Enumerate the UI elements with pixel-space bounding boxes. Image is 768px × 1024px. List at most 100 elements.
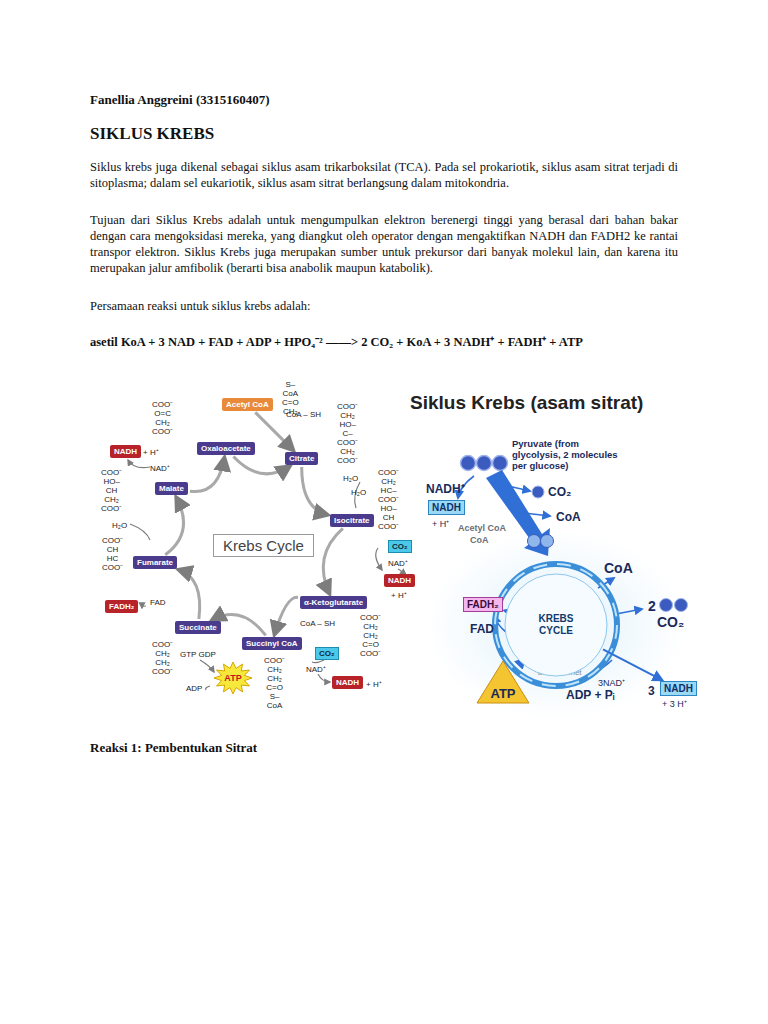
node-text: Fumarate [137, 558, 173, 567]
flow-arrow [603, 649, 662, 680]
reagent-label: GTP GDP [180, 650, 216, 659]
atp-starburst: ATP [214, 662, 252, 694]
node-text: ATP [490, 686, 515, 701]
body-text: Siklus krebs juga dikenal sebagai siklus… [90, 159, 678, 191]
node-text: Succinyl CoA [246, 639, 298, 648]
reagent-label: NADH⁺ [426, 480, 465, 497]
node-text: FADH₂ [109, 602, 134, 611]
flow-arrow [190, 457, 225, 492]
reagent-label: H₂O [343, 474, 358, 483]
node-text: Acetyl CoA [226, 400, 269, 409]
author-line: Fanellia Anggreini (3315160407) [90, 92, 270, 108]
count-label: 2 [648, 598, 656, 614]
page-title: SIKLUS KREBS [90, 124, 214, 144]
molecule-box: α-Ketoglutarate [300, 596, 367, 609]
reaction-equation: asetil KoA + 3 NAD + FAD + ADP + HPO₄⁻² … [90, 333, 583, 350]
node-text: Krebs Cycle [223, 537, 304, 554]
atp-triangle: ATP [476, 660, 530, 704]
cofactor-box: NADH [660, 681, 697, 696]
reagent-label: H₂O [112, 521, 127, 530]
molecule-label: Acetyl CoA [458, 523, 506, 533]
reagent-label: NAD⁺ [150, 462, 170, 473]
node-text: α-Ketoglutarate [304, 598, 363, 607]
molecule-box: Succinyl CoA [242, 637, 302, 650]
molecule-box: Fumarate [133, 556, 177, 569]
node-text: NADH [336, 678, 359, 687]
body-text: Persamaan reaksi untuk siklus krebs adal… [90, 298, 678, 314]
node-text: Oxaloacetate [201, 444, 251, 453]
co2-molecule [532, 486, 544, 498]
body-text: Tujuan dari Siklus Krebs adalah untuk me… [90, 212, 678, 276]
structure-formula: COO⁻ HO–CH CH₂ COO⁻ [101, 468, 122, 513]
node-text: NADH [114, 447, 137, 456]
molecule-box: Oxaloacetate [197, 442, 255, 455]
cofactor-box: NADH [428, 500, 465, 515]
node-text: Succinate [179, 623, 217, 632]
structure-formula: COO⁻ CH₂ HO–C–COO⁻ CH₂ COO⁻ [337, 402, 358, 465]
molecule-label: CoA [470, 535, 489, 545]
flow-arrow [178, 570, 200, 619]
reagent-label: NAD⁺ [388, 557, 408, 568]
co2-box: CO₂ [388, 540, 412, 553]
flow-arrow [504, 610, 506, 612]
node-text: Citrate [289, 454, 314, 463]
pyruvate-molecules [461, 456, 508, 471]
cofactor-box: NADH [110, 445, 141, 458]
node-text: NADH [432, 502, 461, 513]
node-text: Isocitrate [334, 516, 370, 525]
flow-arrow [323, 528, 343, 594]
structure-formula: COO⁻ CH₂ HC–COO⁻ HO–CH COO⁻ [378, 468, 399, 531]
molecule-box: Acetyl CoA [222, 398, 273, 411]
proton-label: + H⁺ [391, 589, 407, 600]
structure-formula: COO⁻ CH HC COO⁻ [102, 536, 123, 572]
structure-formula: COO⁻ O=C CH₂ COO⁻ [152, 400, 173, 436]
proton-label: + H⁺ [366, 678, 382, 689]
cofactor-box: FADH₂ [463, 597, 503, 612]
product-label: CO₂ [657, 614, 684, 630]
product-label: CO₂ [548, 485, 571, 499]
cycle-ring [495, 564, 617, 686]
proton-label: + 3 H⁺ [662, 697, 687, 710]
co2-box: CO₂ [315, 647, 339, 660]
proton-label: + H⁺ [432, 517, 449, 530]
cofactor-box: FADH₂ [105, 600, 138, 613]
cycle-circle: KREBS CYCLE [501, 570, 611, 680]
flow-arrow [165, 497, 183, 555]
structure-formula: COO⁻ CH₂ CH₂ COO⁻ [152, 640, 173, 676]
reagent-label: ADP [186, 684, 202, 693]
reagent-label: FAD [150, 598, 166, 607]
section-heading: Reaksi 1: Pembentukan Sitrat [90, 740, 257, 756]
proton-label: + H⁺ [143, 446, 159, 457]
structure-formula: COO⁻ CH₂ CH₂ C=O S–CoA [264, 656, 285, 710]
molecule-box: Succinate [175, 621, 221, 634]
cofactor-arrows [128, 460, 402, 690]
molecule-box: Malate [155, 482, 188, 495]
cofactor-box: NADH [332, 676, 363, 689]
product-label: CoA [556, 510, 581, 524]
co2-molecule [660, 599, 673, 612]
product-label: CoA [604, 560, 633, 576]
molecule-box: Isocitrate [330, 514, 374, 527]
reagent-label: 3NAD⁺ [598, 676, 625, 689]
node-text: NADH [388, 576, 411, 585]
reagent-label: H₂O [351, 488, 366, 497]
node-text: FADH₂ [467, 599, 499, 610]
flow-arrow [302, 467, 328, 515]
node-text: CO₂ [392, 542, 408, 551]
flow-arrow [274, 597, 298, 635]
reagent-label: NAD⁺ [306, 663, 326, 674]
acetyl-molecule [528, 535, 541, 548]
node-text: CO₂ [319, 649, 335, 658]
diagram-heading: Siklus Krebs (asam sitrat) [410, 392, 643, 414]
cycle-title-box: Krebs Cycle [213, 534, 314, 557]
reagent-label: FAD [470, 622, 494, 636]
reagent-label: ADP + Pᵢ [566, 688, 615, 702]
node-text: NADH [664, 683, 693, 694]
flow-arrow [233, 457, 290, 474]
reagent-label: CoA – SH [286, 410, 321, 419]
node-text: ATP [224, 673, 241, 683]
pyruvate-label: Pyruvate (from glycolysis, 2 molecules p… [512, 438, 624, 471]
molecule-box: Citrate [285, 452, 318, 465]
node-text: Malate [159, 484, 184, 493]
node-text: KREBS CYCLE [529, 613, 583, 637]
